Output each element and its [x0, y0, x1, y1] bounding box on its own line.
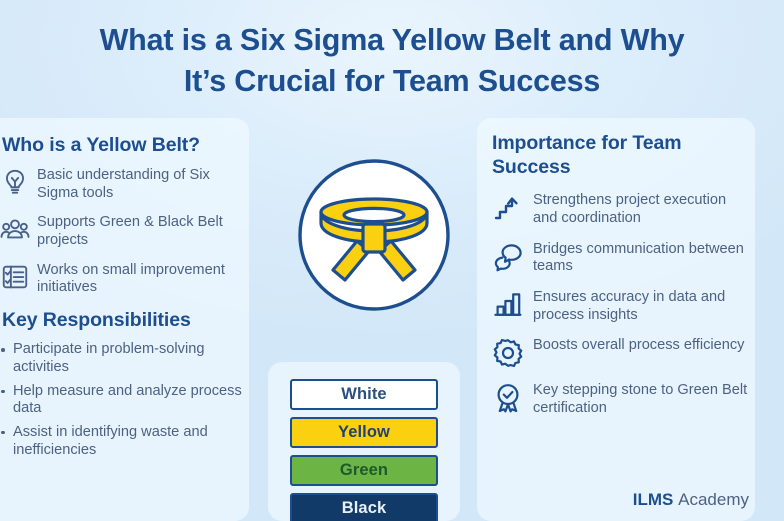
list-item-label: Works on small improvement initiatives: [37, 261, 225, 296]
list-item-label: Strengthens project execution and coordi…: [533, 192, 727, 226]
list-item-label: Key stepping stone to Green Belt certifi…: [533, 382, 748, 416]
list-item: Supports Green & Black Belt projects: [0, 213, 248, 249]
right-panel-card: [477, 118, 755, 521]
award-check-icon: [492, 382, 524, 414]
yellow-belt-icon: [297, 158, 451, 312]
list-item: Assist in identifying waste and ineffici…: [0, 424, 248, 459]
right-heading: Importance for Team Success: [492, 132, 682, 179]
gear-icon: [492, 337, 524, 369]
list-item: Basic understanding of Six Sigma tools: [0, 166, 248, 202]
list-item: Key stepping stone to Green Belt certifi…: [492, 381, 754, 417]
list-item-label: Ensures accuracy in data and process ins…: [533, 288, 726, 323]
belt-color-scale: White Yellow Green Black: [290, 379, 438, 521]
list-item: Help measure and analyze process data: [0, 383, 248, 418]
left-column: Who is a Yellow Belt? Basic understandin…: [0, 133, 248, 465]
list-item-label: Basic understanding of Six Sigma tools: [37, 167, 210, 201]
list-item: Ensures accuracy in data and process ins…: [492, 288, 754, 324]
key-responsibilities-heading: Key Responsibilities: [2, 309, 191, 332]
lightbulb-icon: [0, 167, 30, 197]
list-item: Participate in problem-solving activitie…: [0, 341, 248, 376]
list-item: Strengthens project execution and coordi…: [492, 191, 754, 227]
left-heading: Who is a Yellow Belt?: [2, 134, 200, 156]
belt-chip-green[interactable]: Green: [290, 455, 438, 486]
brand-name-primary: ILMS: [632, 490, 674, 509]
importance-list: Strengthens project execution and coordi…: [492, 191, 754, 417]
list-item-label: Bridges communication between teams: [533, 240, 744, 275]
belt-chip-yellow[interactable]: Yellow: [290, 417, 438, 448]
people-group-icon: [0, 214, 30, 244]
left-panel-card: [0, 118, 249, 521]
speech-bubbles-icon: [492, 241, 524, 273]
list-item: Boosts overall process efficiency: [492, 336, 754, 369]
list-item: Bridges communication between teams: [492, 240, 754, 276]
list-item-label: Supports Green & Black Belt projects: [37, 214, 223, 249]
yellow-belt-traits-list: Basic understanding of Six Sigma tools S…: [0, 166, 248, 297]
brand-name-secondary: Academy: [678, 490, 749, 509]
belt-chip-black[interactable]: Black: [290, 493, 438, 521]
key-responsibilities-list: Participate in problem-solving activitie…: [0, 341, 248, 459]
list-item: Works on small improvement initiatives: [0, 261, 248, 297]
page-title: What is a Six Sigma Yellow Belt and Why …: [0, 20, 784, 101]
page-title-line-1: What is a Six Sigma Yellow Belt and Why: [99, 23, 685, 57]
belt-chip-white[interactable]: White: [290, 379, 438, 410]
brand-logo: ILMS Academy: [477, 490, 749, 510]
bar-chart-icon: [492, 289, 524, 321]
page-title-line-2: It’s Crucial for Team Success: [183, 63, 601, 98]
list-item-label: Boosts overall process efficiency: [533, 337, 745, 354]
checklist-icon: [0, 262, 30, 292]
growth-arrow-icon: [492, 192, 524, 224]
right-column: Importance for Team Success Strengthens …: [492, 131, 754, 430]
